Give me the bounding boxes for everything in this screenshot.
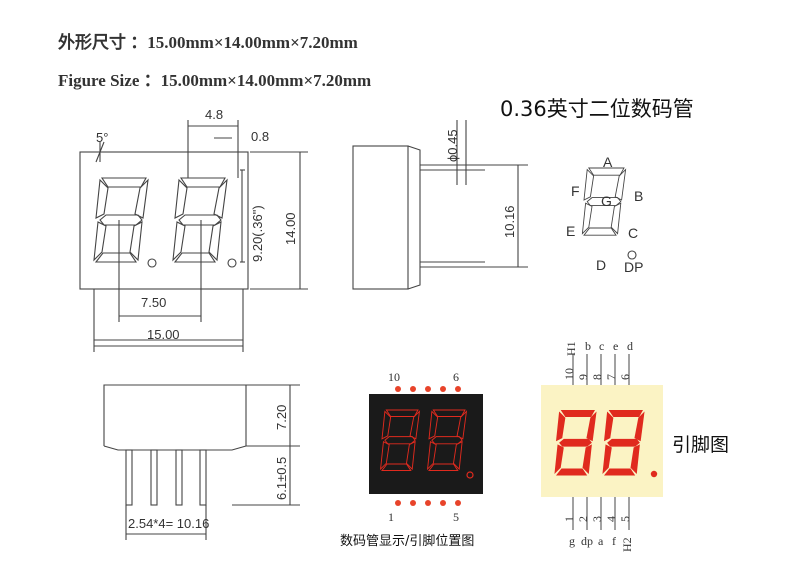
pin-num-8: 8 <box>590 374 604 380</box>
pin-dot <box>425 386 431 392</box>
pin-dot <box>410 386 416 392</box>
front-dp-2 <box>227 258 237 268</box>
pin-label-g: g <box>569 534 575 548</box>
pin-num-3: 3 <box>590 516 604 522</box>
pin-label-e: e <box>613 339 618 353</box>
seg-label-e: E <box>566 223 575 239</box>
display-photo: 10 6 1 5 <box>369 370 483 524</box>
pinout-side-label: 引脚图 <box>672 434 730 456</box>
dim-7-50: 7.50 <box>141 295 166 310</box>
bottom-view <box>103 384 300 540</box>
front-digit-2 <box>172 177 228 263</box>
pin-num-4: 4 <box>604 516 618 522</box>
front-dp-1 <box>147 258 157 268</box>
pin-label-h1: H1 <box>564 341 578 356</box>
dim-10-16: 10.16 <box>502 205 517 238</box>
seg-label-c: C <box>628 225 638 241</box>
pin-num-1: 1 <box>562 516 576 522</box>
dim-0-8: 0.8 <box>251 129 269 144</box>
pin-label-h2: H2 <box>620 537 634 552</box>
photo-pin-5: 5 <box>453 510 459 524</box>
pin-dot <box>440 386 446 392</box>
segment-map: A B C D E F G DP <box>566 154 643 275</box>
photo-pin-1: 1 <box>388 510 394 524</box>
dim-0-45: ϕ0.45 <box>445 129 460 162</box>
pin-num-6: 6 <box>618 374 632 380</box>
dim-15-00: 15.00 <box>147 327 180 342</box>
product-title: 0.36英寸二位数码管 <box>500 97 694 121</box>
size-header-cn: 外形尺寸 ：15.00mm×14.00mm×7.20mm <box>58 33 358 52</box>
dim-9-20: 9.20(.36") <box>250 205 265 262</box>
seg-label-a: A <box>603 154 613 170</box>
pin-num-5: 5 <box>618 516 632 522</box>
pin-num-7: 7 <box>604 374 618 380</box>
pin-label-d: d <box>627 339 633 353</box>
pin-label-dp: dp <box>581 534 593 548</box>
dim-6-1: 6.1±0.5 <box>274 457 289 500</box>
dim-4-8: 4.8 <box>205 107 223 122</box>
pin-num-9: 9 <box>576 374 590 380</box>
angle-label: 5° <box>96 130 108 145</box>
display-body <box>369 394 483 494</box>
pinout-panel: H1 b c e d 10 9 8 7 6 1 2 3 4 5 g dp a f… <box>541 339 663 552</box>
front-flange <box>93 289 244 341</box>
pin-dot <box>455 386 461 392</box>
photo-pin-10: 10 <box>388 370 400 384</box>
pin-label-c: c <box>599 339 604 353</box>
seg-label-g: G <box>601 193 612 209</box>
side-view <box>352 120 528 290</box>
dim-7-20: 7.20 <box>274 405 289 430</box>
display-caption: 数码管显示/引脚位置图 <box>340 534 475 549</box>
seg-label-f: F <box>571 183 580 199</box>
pin-num-2: 2 <box>576 516 590 522</box>
seg-label-dp: DP <box>624 259 643 275</box>
pin-label-b: b <box>585 339 591 353</box>
size-header-en: Figure Size ：15.00mm×14.00mm×7.20mm <box>58 71 372 90</box>
pin-dot <box>395 386 401 392</box>
front-digit-1 <box>93 177 149 263</box>
pin-dot <box>395 500 401 506</box>
pin-label-f: f <box>612 534 616 548</box>
front-view <box>79 120 308 352</box>
front-body-outline <box>79 151 249 290</box>
pin-num-10: 10 <box>562 368 576 380</box>
pin-dot <box>425 500 431 506</box>
pin-dot <box>410 500 416 506</box>
seg-label-b: B <box>634 188 643 204</box>
dim-pitch: 2.54*4= 10.16 <box>128 516 209 531</box>
dim-14-00: 14.00 <box>283 212 298 245</box>
seg-label-d: D <box>596 257 606 273</box>
photo-pin-6: 6 <box>453 370 459 384</box>
pin-dot <box>440 500 446 506</box>
pinout-bg <box>541 385 663 497</box>
pin-label-a: a <box>598 534 604 548</box>
pin-dot <box>455 500 461 506</box>
